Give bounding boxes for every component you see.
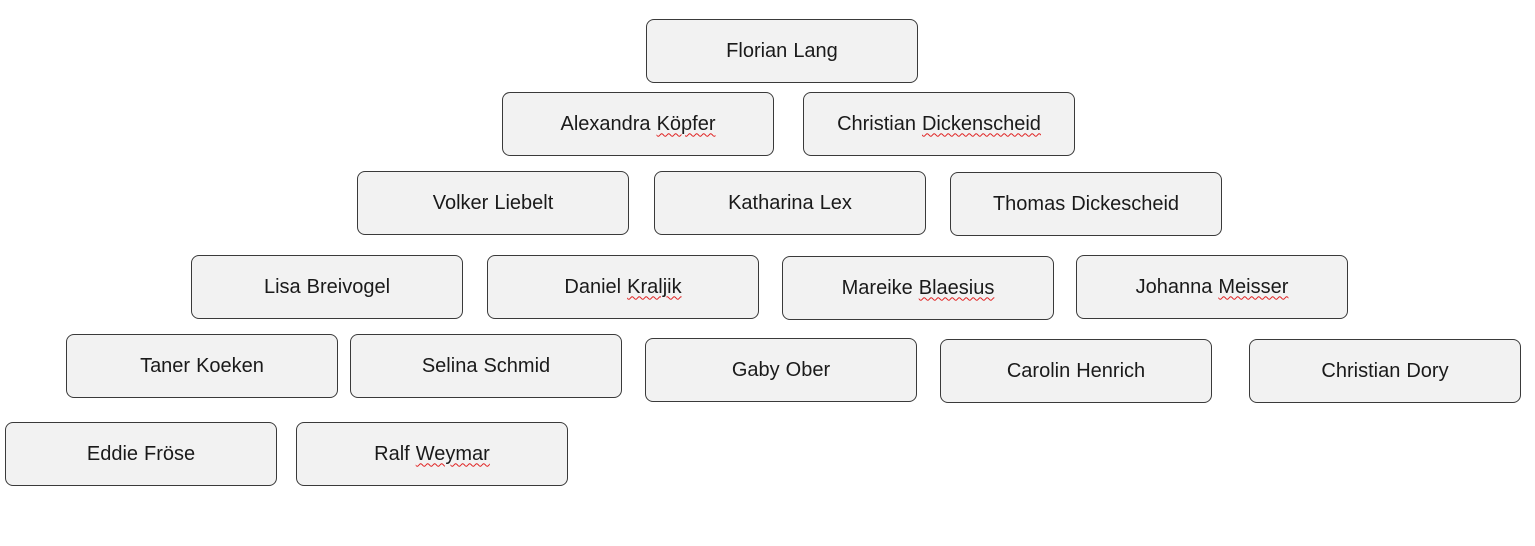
last-name: Henrich xyxy=(1076,359,1146,382)
first-name: Johanna xyxy=(1135,275,1213,298)
last-name: Blaesius xyxy=(918,276,995,299)
first-name: Lisa xyxy=(263,275,301,298)
first-name: Daniel xyxy=(564,275,622,298)
last-name: Meisser xyxy=(1218,275,1289,298)
first-name: Selina xyxy=(421,354,478,377)
first-name: Christian xyxy=(1321,359,1401,382)
first-name: Gaby xyxy=(731,358,780,381)
last-name: Schmid xyxy=(483,354,551,377)
last-name: Dory xyxy=(1406,359,1449,382)
first-name: Florian xyxy=(726,39,788,62)
first-name: Ralf xyxy=(374,442,410,465)
last-name: Lex xyxy=(819,191,852,214)
last-name: Breivogel xyxy=(306,275,391,298)
last-name: Kraljik xyxy=(627,275,682,298)
last-name: Dickenscheid xyxy=(921,112,1041,135)
first-name: Carolin xyxy=(1006,359,1071,382)
first-name: Alexandra xyxy=(560,112,651,135)
first-name: Taner xyxy=(140,354,191,377)
last-name: Liebelt xyxy=(494,191,554,214)
last-name: Ober xyxy=(785,358,831,381)
last-name: Koeken xyxy=(196,354,264,377)
first-name: Katharina xyxy=(728,191,814,214)
last-name: Weymar xyxy=(415,442,490,465)
last-name: Lang xyxy=(793,39,838,62)
first-name: Volker xyxy=(432,191,489,214)
first-name: Christian xyxy=(837,112,916,135)
first-name: Mareike xyxy=(841,276,913,299)
last-name: Köpfer xyxy=(656,112,716,135)
last-name: Dickescheid xyxy=(1071,192,1180,215)
last-name: Fröse xyxy=(144,442,196,465)
first-name: Thomas xyxy=(992,192,1066,215)
first-name: Eddie xyxy=(86,442,139,465)
